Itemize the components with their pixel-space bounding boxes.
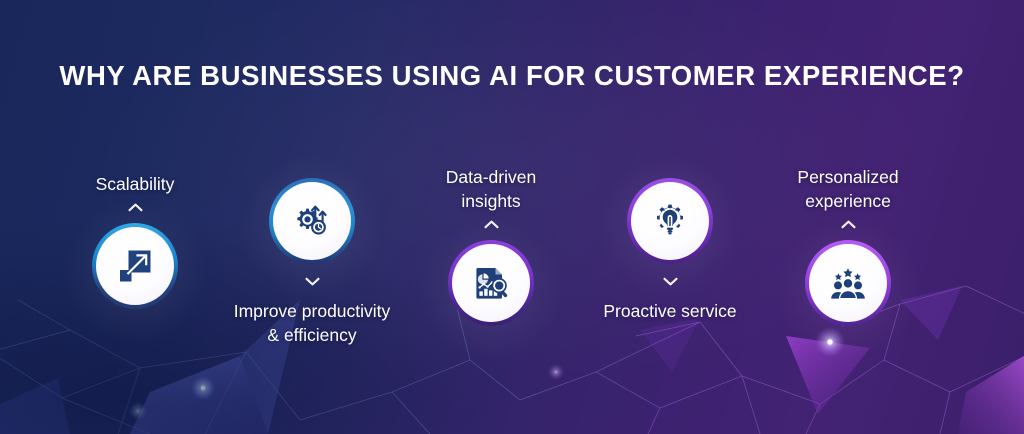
step-item-personalized-experience[interactable]: Personalized experience xyxy=(733,165,963,365)
step-item-data-insights[interactable]: Data-driven insights xyxy=(376,165,606,365)
chevron-up-icon xyxy=(127,203,143,212)
circle-disc xyxy=(273,182,351,260)
step-circle-personalized-experience[interactable] xyxy=(773,214,923,365)
step-item-scalability[interactable]: Scalability xyxy=(20,172,250,348)
step-circle-data-insights[interactable] xyxy=(416,214,566,365)
chevron-up-icon xyxy=(840,220,856,229)
step-label-productivity-line2: & efficiency xyxy=(267,325,357,346)
step-label-personalized-line1: Personalized xyxy=(797,167,899,187)
document-charts-magnifier-icon xyxy=(476,268,508,299)
step-label-personalized-line2: experience xyxy=(805,191,891,212)
chevron-up-icon xyxy=(483,220,499,229)
circle-ring xyxy=(448,240,534,327)
step-label-productivity-line1: Improve productivity xyxy=(233,301,391,321)
step-circle-productivity[interactable] xyxy=(237,152,387,302)
step-item-productivity[interactable]: Improve productivity & efficiency xyxy=(197,152,427,347)
step-label-scalability: Scalability xyxy=(95,174,175,194)
step-label-data-insights-line2: insights xyxy=(461,191,521,212)
people-stars-icon xyxy=(831,268,865,300)
circle-disc xyxy=(809,244,887,323)
step-label-data-insights-line1: Data-driven xyxy=(445,167,537,187)
page-title: WHY ARE BUSINESSES USING AI FOR CUSTOMER… xyxy=(59,60,965,91)
step-circle-scalability[interactable] xyxy=(60,197,210,348)
step-item-proactive-service[interactable]: Proactive service xyxy=(555,152,785,323)
circle-disc xyxy=(96,227,174,306)
circle-ring xyxy=(805,240,891,327)
circle-ring xyxy=(269,178,355,264)
chevron-down-icon xyxy=(304,277,320,286)
circle-disc xyxy=(631,182,709,260)
chevron-down-icon xyxy=(662,277,678,286)
circle-ring xyxy=(92,223,178,310)
scale-arrow-icon xyxy=(120,250,151,282)
circle-disc xyxy=(452,244,530,323)
gear-clock-arrows-icon xyxy=(297,205,327,235)
lightbulb-gear-icon xyxy=(657,204,683,235)
circle-ring xyxy=(627,178,713,264)
step-label-proactive-service: Proactive service xyxy=(603,301,737,321)
step-circle-proactive-service[interactable] xyxy=(595,152,745,302)
